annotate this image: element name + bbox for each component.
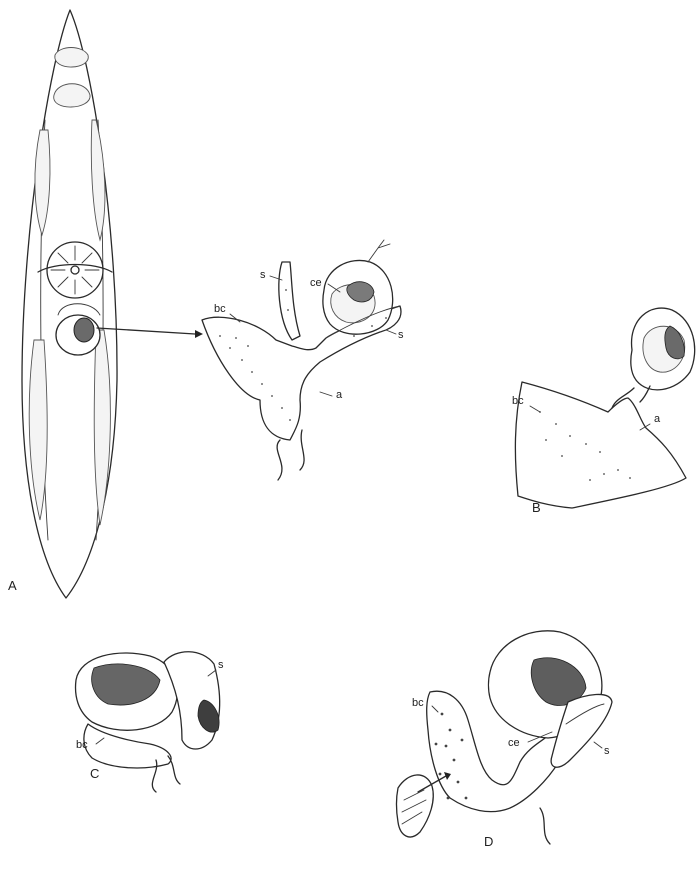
label-bc: bc: [214, 303, 226, 315]
d-neck: [540, 808, 550, 844]
pointer-arrowhead: [195, 330, 203, 338]
b-body: [515, 382, 686, 508]
label-a: a: [336, 389, 343, 401]
d-label-ce: ce: [508, 737, 520, 749]
detail-bulb-ducts: [368, 240, 390, 262]
d-label-s: s: [604, 745, 610, 757]
leader-a: [320, 392, 332, 396]
b-label-bc: bc: [512, 395, 524, 407]
label-s-left: s: [260, 269, 266, 281]
c-label-bc: bc: [76, 739, 88, 751]
label-s-right: s: [398, 329, 404, 341]
panel-detail: s ce bc s a: [202, 240, 404, 480]
panel-label-a: A: [8, 578, 17, 593]
panel-b: bc a B: [512, 308, 695, 515]
panel-label-b: B: [532, 500, 541, 515]
anterior-organ: [54, 84, 90, 107]
panel-label-d: D: [484, 834, 493, 849]
label-ce: ce: [310, 277, 322, 289]
panel-a-organism: A: [8, 10, 203, 598]
b-label-a: a: [654, 413, 661, 425]
lateral-organ-right-lower: [94, 330, 110, 525]
panel-d: bc ce s D: [397, 631, 613, 849]
detail-stylet-left: [279, 262, 300, 340]
d-label-bc: bc: [412, 697, 424, 709]
d-leader-s: [594, 742, 602, 748]
anterior-organ: [55, 48, 88, 68]
leader-s-right: [386, 330, 396, 334]
panel-c: s bc C: [76, 652, 224, 792]
panel-label-c: C: [90, 766, 99, 781]
c-label-s: s: [218, 659, 224, 671]
